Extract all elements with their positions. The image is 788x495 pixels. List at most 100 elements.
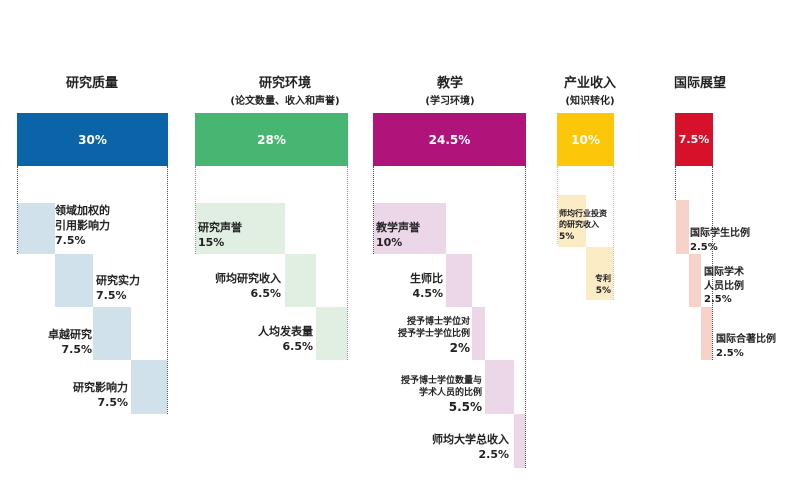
metric-name: 卓越研究 — [48, 328, 92, 341]
dotted-guide-right — [712, 166, 713, 360]
metric-name: 国际合著比例 — [716, 334, 776, 345]
metric-block-international-staff — [689, 254, 701, 307]
metric-label-doctorate-staff-ratio: 授予博士学位数量与 学术人员的比例 5.5% — [388, 375, 482, 415]
metric-block-patents — [586, 247, 613, 300]
metric-label-international-coauthorship: 国际合著比例 2.5% — [716, 333, 776, 360]
metric-value: 10% — [376, 235, 403, 249]
metric-block-doctorate-bachelor-ratio — [472, 307, 485, 360]
metric-block-research-reputation — [196, 203, 285, 254]
metric-value: 6.5% — [250, 286, 281, 300]
metric-block-publications — [316, 307, 347, 360]
metric-label-teaching-reputation: 教学声誉 10% — [376, 221, 420, 251]
metric-name-line1: 授予博士学位数量与 — [400, 376, 482, 386]
metric-label-institutional-income: 师均大学总收入 2.5% — [405, 433, 509, 463]
dotted-guide-left — [195, 166, 196, 254]
metric-value: 7.5% — [55, 233, 86, 247]
pillar-subtitle-industry-income: (知识转化) — [565, 96, 615, 107]
pillar-subtitle-research-environment: (论文数量、收入和声誉) — [230, 96, 340, 107]
pillar-bar-research-environment: 28% — [195, 113, 348, 166]
metric-name: 研究影响力 — [73, 381, 128, 394]
metric-value: 2.5% — [690, 241, 718, 253]
metric-block-institutional-income — [514, 414, 525, 468]
metric-block-field-weighted-citation — [18, 203, 55, 254]
pillar-title-international-outlook: 国际展望 — [673, 76, 726, 91]
metric-name-line1: 授予博士学位对 — [406, 317, 470, 327]
metric-name-line2: 授予学士学位比例 — [397, 329, 470, 340]
metric-label-international-students: 国际学生比例 2.5% — [690, 227, 750, 254]
metric-name: 研究声誉 — [198, 221, 242, 234]
metric-value: 2.5% — [716, 347, 744, 359]
metric-name: 教学声誉 — [376, 221, 420, 234]
metric-name-line1: 领域加权的 — [55, 204, 110, 217]
metric-block-research-strength — [55, 254, 93, 307]
pillar-bar-teaching: 24.5% — [373, 113, 526, 166]
metric-value: 15% — [198, 235, 225, 249]
pillar-title-industry-income: 产业收入 — [563, 76, 616, 91]
metric-block-international-students — [676, 200, 689, 254]
metric-block-doctorate-staff-ratio — [485, 360, 514, 414]
metric-name-line2: 学术人员的比例 — [418, 388, 482, 399]
pillar-subtitle-teaching: (学习环境) — [425, 96, 475, 107]
metric-value: 7.5% — [96, 288, 127, 302]
metric-value: 7.5% — [97, 395, 128, 409]
dotted-guide-right — [167, 166, 168, 414]
metric-name: 专利 — [595, 274, 611, 283]
metric-label-research-reputation: 研究声誉 15% — [198, 221, 242, 251]
metric-value: 7.5% — [61, 342, 92, 356]
metric-value: 5.5% — [448, 400, 482, 415]
metric-value: 4.5% — [412, 286, 443, 300]
metric-label-research-income: 师均研究收入 6.5% — [195, 272, 281, 302]
metric-value: 5% — [559, 231, 575, 242]
pillar-title-research-quality: 研究质量 — [65, 76, 118, 91]
dotted-guide-left — [17, 166, 18, 254]
pillar-weight-teaching: 24.5% — [428, 132, 471, 147]
metric-value: 2% — [449, 341, 470, 356]
metric-block-staff-student-ratio — [446, 254, 472, 307]
metric-name: 人均发表量 — [258, 325, 313, 338]
dotted-guide-right — [525, 166, 526, 468]
pillar-bar-research-quality: 30% — [17, 113, 168, 166]
metric-name: 师均大学总收入 — [432, 433, 509, 446]
metric-value: 5% — [595, 285, 611, 296]
metric-label-international-staff: 国际学术 人员比例 2.5% — [704, 266, 744, 307]
metric-name: 研究实力 — [96, 274, 140, 287]
dotted-guide-left — [557, 166, 558, 244]
metric-block-research-income — [285, 254, 316, 307]
metric-block-industry-research-income — [558, 195, 586, 247]
pillar-weight-research-quality: 30% — [78, 132, 107, 147]
metric-label-research-excellence: 卓越研究 7.5% — [20, 328, 92, 358]
metric-value: 2.5% — [704, 294, 732, 305]
metric-name-line2: 的研究收入 — [559, 219, 599, 229]
pillar-bar-international-outlook: 7.5% — [675, 113, 713, 166]
metric-value: 6.5% — [282, 339, 313, 353]
metric-name-line1: 国际学术 — [704, 267, 744, 278]
metric-name: 生师比 — [410, 272, 443, 285]
metric-name-line1: 师均行业投资 — [559, 209, 607, 218]
metric-label-publications: 人均发表量 6.5% — [225, 325, 313, 355]
metric-label-staff-student-ratio: 生师比 4.5% — [380, 272, 443, 302]
metric-name: 国际学生比例 — [690, 228, 750, 239]
pillar-weight-industry-income: 10% — [571, 132, 600, 147]
dotted-guide-right — [347, 166, 348, 360]
metric-block-teaching-reputation — [374, 203, 446, 254]
metric-label-industry-research-income: 师均行业投资 的研究收入 5% — [559, 209, 607, 243]
dotted-guide-left — [373, 166, 374, 254]
metric-block-research-influence — [131, 360, 167, 414]
dotted-guide-right — [613, 166, 614, 300]
pillar-title-research-environment: 研究环境 — [258, 76, 311, 91]
metric-value: 2.5% — [478, 447, 509, 461]
pillar-weight-research-environment: 28% — [257, 132, 286, 147]
metric-name-line2: 引用影响力 — [55, 218, 110, 232]
metric-name: 师均研究收入 — [215, 272, 281, 285]
metric-label-field-weighted-citation: 领域加权的 引用影响力 7.5% — [55, 204, 110, 249]
metric-label-doctorate-bachelor-ratio: 授予博士学位对 授予学士学位比例 2% — [388, 316, 470, 356]
metric-block-international-coauthorship — [701, 307, 712, 360]
pillar-bar-industry-income: 10% — [557, 113, 614, 166]
metric-label-patents: 专利 5% — [580, 274, 611, 297]
metric-name-line2: 人员比例 — [704, 280, 744, 292]
dotted-guide-left — [675, 166, 676, 200]
pillar-weight-international-outlook: 7.5% — [678, 133, 710, 146]
metric-label-research-strength: 研究实力 7.5% — [96, 274, 140, 304]
metric-label-research-influence: 研究影响力 7.5% — [40, 381, 128, 411]
pillar-title-teaching: 教学 — [436, 76, 463, 91]
